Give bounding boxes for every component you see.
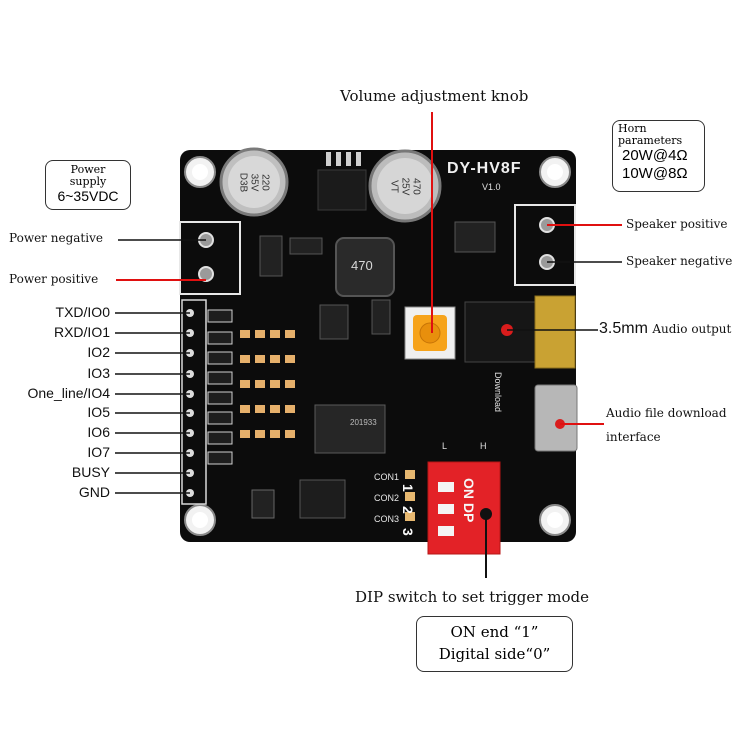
speaker-negative-label: Speaker negative (626, 254, 733, 268)
speaker-terminal-outline (514, 204, 576, 286)
mode-line2: Digital side“0” (438, 645, 551, 663)
board-version: V1.0 (482, 182, 501, 192)
pin-label-io6: IO6 (87, 424, 110, 440)
horn-line3: 20W@4Ω (622, 147, 688, 164)
cap2-marking: 470 25V VT (388, 177, 422, 196)
micro-usb-graphic (534, 384, 578, 452)
power-terminal-outline (179, 221, 241, 295)
speaker-positive-label: Speaker positive (626, 217, 728, 231)
pin-label-busy: BUSY (71, 464, 110, 480)
board-model: DY-HV8F (447, 160, 522, 177)
mode-box: ON end “1” Digital side“0” (416, 616, 573, 672)
power-negative-label: Power negative (9, 231, 103, 245)
ic-marking: 201933 (350, 418, 377, 427)
volume-knob-graphic (404, 306, 456, 360)
horn-line4: 10W@8Ω (622, 165, 688, 182)
horn-line2: parameters (618, 134, 683, 147)
horn-line1: Horn (618, 122, 647, 135)
main-ic (314, 404, 386, 454)
pin-label-io5: IO5 (87, 404, 110, 420)
dip-number-2: 2 (400, 506, 416, 514)
dip-switch-graphic (427, 461, 501, 555)
audio-output-text: Audio output (652, 322, 732, 336)
con2-label: CON2 (374, 493, 400, 503)
con3-label: CON3 (374, 514, 400, 524)
power-positive-label: Power positive (9, 272, 99, 286)
dip-switch-label: DIP switch to set trigger mode (355, 588, 589, 606)
capacitor-220uf (219, 147, 289, 217)
power-supply-line1: Power (70, 163, 106, 176)
h-mark: H (480, 441, 487, 451)
ic-top (317, 169, 367, 211)
dip-number-1: 1 (400, 484, 416, 492)
pin-label-io7: IO7 (87, 444, 110, 460)
mode-line1: ON end “1” (450, 623, 539, 641)
l-mark: L (442, 441, 448, 451)
power-supply-box: Power supply 6~35VDC (45, 160, 131, 210)
pin-label-txd-io0: TXD/IO0 (55, 304, 110, 320)
amp-ic (299, 479, 346, 519)
mounting-hole-centers (192, 164, 563, 528)
pin-label-io2: IO2 (87, 344, 110, 360)
pin-label-io3: IO3 (87, 365, 110, 381)
audio-output-size: 3.5mm (599, 320, 648, 337)
download-marking: Download (493, 372, 503, 413)
download-interface-line1: Audio file download (606, 406, 727, 420)
power-supply-line3: 6~35VDC (57, 188, 119, 204)
inductor (335, 237, 395, 297)
dip-on-label: ON DP (461, 478, 477, 523)
pin-label-rxd-io1: RXD/IO1 (53, 324, 110, 340)
con1-label: CON1 (374, 472, 400, 482)
mounting-holes (184, 156, 571, 536)
inductor-marking: 470 (351, 258, 373, 273)
pin-label-one-line-io4: One_line/IO4 (27, 385, 111, 401)
capacitor-470uf (368, 149, 442, 223)
audio-output-label: 3.5mm Audio output (599, 320, 731, 338)
horn-parameters-box: Horn parameters 20W@4Ω 10W@8Ω (612, 120, 705, 192)
audio-jack-graphic (464, 295, 576, 369)
power-supply-line2: supply (69, 175, 107, 188)
cap1-marking: 220 35V D3B (237, 172, 271, 193)
volume-knob-label: Volume adjustment knob (340, 87, 529, 105)
dip-number-3: 3 (400, 528, 416, 536)
pin-label-gnd: GND (78, 484, 110, 500)
download-interface-line2: interface (606, 430, 661, 444)
